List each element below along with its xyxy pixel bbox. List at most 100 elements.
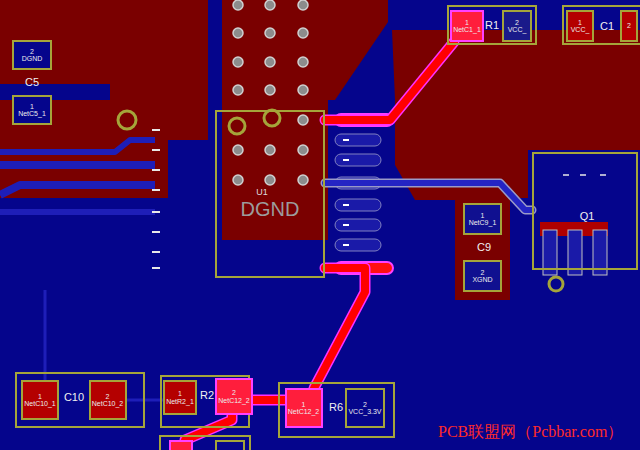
net-name: NetC12_2: [218, 397, 250, 404]
trace-outline: [325, 42, 454, 120]
pin-number: 1: [481, 212, 485, 219]
ic-pin: [335, 154, 381, 166]
via: [265, 57, 275, 67]
net-name: VCC_3.3V: [348, 408, 381, 415]
ref-designator: C9: [477, 242, 491, 254]
via: [233, 28, 243, 38]
net-name: VCC_: [571, 26, 590, 33]
via: [298, 0, 308, 10]
pin-number: 1: [38, 393, 42, 400]
via: [233, 175, 243, 185]
smd-pad: [216, 441, 244, 450]
smd-pad: 2VCC_3.3V: [345, 388, 385, 428]
ref-designator: Q1: [580, 211, 595, 223]
bottom-trace: [44, 290, 47, 380]
pin-number: 2: [30, 48, 34, 55]
pin-marks: [563, 174, 606, 176]
net-name: NetR2_1: [166, 398, 194, 405]
pcb-trace: [325, 42, 454, 120]
smd-pad: 1NetC12_2: [285, 388, 323, 428]
capacitor-footprint: C5 2DGND 1NetC5_1: [12, 40, 52, 125]
via: [298, 85, 308, 95]
pin-marks: [152, 130, 160, 268]
ic-pin: [335, 239, 381, 251]
pin-number: 2: [627, 22, 631, 29]
net-name: NetC12_2: [288, 408, 320, 415]
mark-ring: [118, 111, 136, 129]
smd-pad: 2VCC_: [502, 10, 532, 42]
pin1-ring: [264, 110, 280, 126]
trace: [325, 42, 454, 120]
capacitor-footprint: C1 1VCC_ 2: [562, 5, 640, 45]
via-array: [233, 0, 308, 185]
pin-number: 1: [302, 401, 306, 408]
smd-pad: 1NetC1_1: [450, 10, 484, 42]
net-name: NetC10_2: [92, 400, 124, 407]
net-name: DGND: [241, 199, 300, 220]
via: [298, 28, 308, 38]
ref-designator: C5: [25, 77, 39, 89]
pin-number: 1: [465, 19, 469, 26]
watermark: PCB联盟网（Pcbbar.com）: [438, 424, 623, 441]
bottom-trace: [0, 161, 155, 169]
ref-designator: U1: [256, 188, 268, 197]
smd-pad: 1NetR2_1: [163, 380, 197, 415]
via: [265, 145, 275, 155]
ref-designator: R2: [200, 390, 214, 402]
smd-pad: 1VCC_: [566, 10, 594, 42]
capacitor-footprint: C10 1NetC10_1 2NetC10_2: [15, 372, 145, 428]
ic-pin: [335, 199, 381, 211]
resistor-footprint: R11NetC1_12VCC_: [447, 5, 537, 45]
net-name: XGND: [472, 276, 492, 283]
via: [298, 175, 308, 185]
via: [233, 85, 243, 95]
resistor-footprint: R61NetC12_22VCC_3.3V: [278, 382, 395, 438]
net-name: NetC9_1: [469, 219, 497, 226]
smd-pad: 2: [620, 10, 638, 42]
via: [265, 28, 275, 38]
ic-footprint: DGND U1: [215, 110, 325, 278]
smd-pad: 2XGND: [463, 260, 502, 292]
smd-pad: 2DGND: [12, 40, 52, 70]
via: [233, 57, 243, 67]
net-name: NetC5_1: [18, 110, 46, 117]
net-name: NetC1_1: [453, 26, 481, 33]
ic-pin: [335, 134, 381, 146]
smd-pad: 1NetC5_1: [12, 95, 52, 125]
via: [265, 85, 275, 95]
copper-pour: [0, 0, 208, 198]
net-name: VCC_: [508, 26, 527, 33]
smd-pad: 1NetC9_1: [463, 203, 502, 235]
pin-number: 1: [30, 103, 34, 110]
via: [265, 175, 275, 185]
pin-number: 2: [363, 401, 367, 408]
transistor-footprint: Q1: [532, 152, 638, 270]
pin-number: 2: [232, 389, 236, 396]
pin-marks: [343, 140, 349, 245]
pin-number: 1: [578, 19, 582, 26]
pin-number: 2: [515, 19, 519, 26]
footprint-outline: [160, 436, 250, 450]
net-name: NetC10_1: [24, 400, 56, 407]
ic-pin: [335, 219, 381, 231]
trace: [314, 268, 365, 388]
mark-ring: [549, 277, 563, 291]
bottom-trace: [0, 185, 155, 195]
pin-number: 2: [481, 269, 485, 276]
smd-pad: [170, 441, 192, 450]
bottom-trace: [125, 399, 165, 402]
ref-designator: C10: [64, 392, 84, 404]
resistor-footprint: R21NetR2_12NetC12_2: [160, 375, 250, 428]
net-name: DGND: [22, 55, 43, 62]
via: [298, 115, 308, 125]
via: [298, 145, 308, 155]
pin-number: 1: [178, 390, 182, 397]
via: [265, 0, 275, 10]
smd-pad: 2NetC12_2: [215, 378, 253, 415]
pin1-ring: [229, 118, 245, 134]
ref-designator: C1: [600, 21, 614, 33]
trace-outline: [314, 268, 365, 388]
smd-pad: 2NetC10_2: [89, 380, 127, 420]
via: [233, 145, 243, 155]
